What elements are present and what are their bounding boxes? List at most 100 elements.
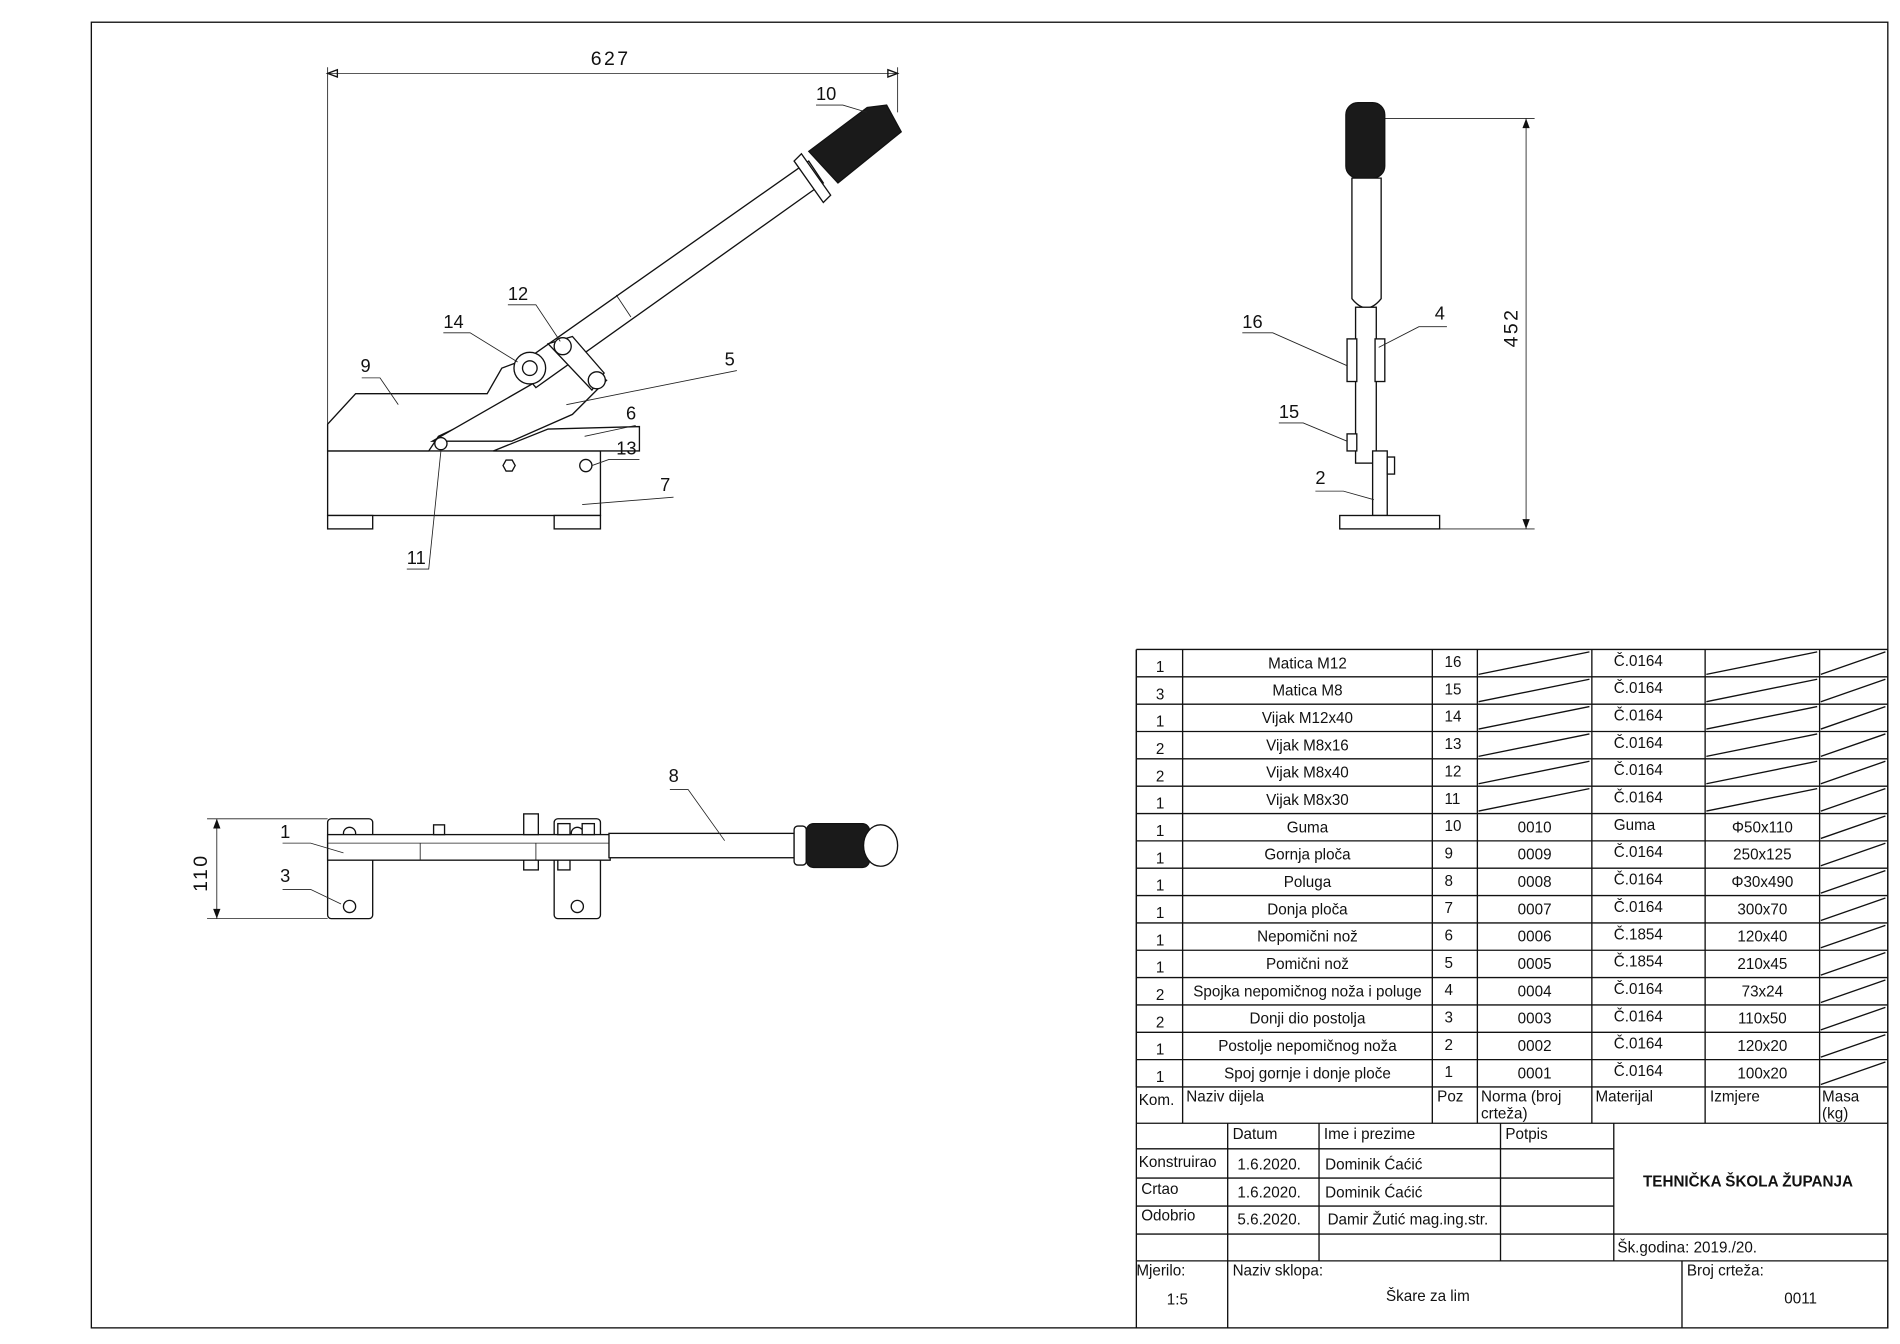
parts-cell-materijal: Č.0164 bbox=[1614, 981, 1664, 998]
svg-text:Materijal: Materijal bbox=[1596, 1088, 1654, 1105]
parts-cell-naziv: Spoj gornje i donje ploče bbox=[1224, 1065, 1391, 1082]
dim-width: 110 bbox=[190, 853, 212, 891]
svg-text:12: 12 bbox=[508, 283, 528, 304]
parts-cell-norma: 0006 bbox=[1518, 929, 1552, 946]
parts-cell-izmjere: 73x24 bbox=[1742, 983, 1784, 1000]
parts-cell-materijal: Č.0164 bbox=[1614, 1063, 1664, 1080]
parts-cell-materijal: Č.1854 bbox=[1614, 954, 1664, 971]
svg-text:Crtao: Crtao bbox=[1141, 1181, 1178, 1198]
parts-cell-izmjere: 300x70 bbox=[1737, 901, 1787, 918]
parts-cell-kom: 1 bbox=[1156, 878, 1164, 895]
parts-cell-izmjere: 100x20 bbox=[1737, 1065, 1787, 1082]
parts-cell-poz: 7 bbox=[1444, 900, 1452, 917]
svg-text:9: 9 bbox=[361, 355, 371, 376]
svg-text:TEHNIČKA ŠKOLA ŽUPANJA: TEHNIČKA ŠKOLA ŽUPANJA bbox=[1643, 1173, 1853, 1191]
svg-text:5: 5 bbox=[725, 349, 735, 370]
svg-text:8: 8 bbox=[669, 765, 679, 786]
parts-cell-materijal: Č.0164 bbox=[1614, 872, 1664, 889]
parts-cell-naziv: Vijak M12x40 bbox=[1262, 710, 1353, 727]
parts-cell-kom: 2 bbox=[1156, 1014, 1164, 1031]
parts-cell-norma: 0009 bbox=[1518, 847, 1552, 864]
svg-text:5.6.2020.: 5.6.2020. bbox=[1237, 1211, 1300, 1228]
parts-cell-kom: 1 bbox=[1156, 714, 1164, 731]
parts-cell-materijal: Č.0164 bbox=[1614, 844, 1664, 861]
parts-cell-naziv: Guma bbox=[1287, 819, 1329, 836]
parts-cell-naziv: Donji dio postolja bbox=[1250, 1011, 1366, 1028]
svg-text:crteža): crteža) bbox=[1481, 1105, 1528, 1122]
front-view: 627 bbox=[325, 48, 903, 530]
svg-text:Potpis: Potpis bbox=[1505, 1126, 1548, 1143]
parts-cell-materijal: Č.0164 bbox=[1614, 735, 1664, 752]
svg-text:11: 11 bbox=[407, 547, 426, 568]
parts-cell-poz: 4 bbox=[1444, 982, 1453, 999]
parts-cell-materijal: Č.0164 bbox=[1614, 762, 1664, 779]
parts-cell-naziv: Vijak M8x30 bbox=[1266, 792, 1349, 809]
parts-cell-naziv: Spojka nepomičnog noža i poluge bbox=[1193, 983, 1421, 1000]
parts-cell-izmjere: 120x40 bbox=[1737, 929, 1787, 946]
svg-text:0011: 0011 bbox=[1784, 1291, 1817, 1308]
parts-cell-kom: 1 bbox=[1156, 905, 1164, 922]
parts-cell-materijal: Guma bbox=[1614, 817, 1656, 834]
parts-cell-poz: 10 bbox=[1444, 818, 1461, 835]
parts-cell-kom: 2 bbox=[1156, 741, 1164, 758]
parts-cell-naziv: Poluga bbox=[1284, 874, 1332, 891]
svg-text:Mjerilo:: Mjerilo: bbox=[1136, 1262, 1185, 1279]
parts-cell-materijal: Č.0164 bbox=[1614, 680, 1664, 697]
parts-cell-norma: 0003 bbox=[1518, 1011, 1552, 1028]
svg-text:Konstruirao: Konstruirao bbox=[1139, 1154, 1217, 1171]
parts-cell-poz: 11 bbox=[1444, 791, 1460, 808]
svg-text:3: 3 bbox=[280, 865, 290, 886]
parts-cell-poz: 8 bbox=[1444, 873, 1452, 890]
title-block: Datum Ime i prezime Potpis Konstruirao 1… bbox=[1135, 649, 1889, 1328]
svg-text:7: 7 bbox=[660, 474, 670, 495]
parts-cell-naziv: Postolje nepomičnog noža bbox=[1218, 1038, 1397, 1055]
parts-cell-materijal: Č.0164 bbox=[1614, 708, 1664, 725]
part-8-lever bbox=[516, 104, 903, 389]
parts-cell-izmjere: Φ30x490 bbox=[1731, 874, 1793, 891]
parts-cell-materijal: Č.0164 bbox=[1614, 1036, 1664, 1053]
svg-text:15: 15 bbox=[1279, 401, 1299, 422]
parts-cell-kom: 2 bbox=[1156, 987, 1164, 1004]
parts-cell-izmjere: 250x125 bbox=[1733, 847, 1791, 864]
parts-cell-norma: 0010 bbox=[1518, 819, 1552, 836]
svg-text:Ime i prezime: Ime i prezime bbox=[1324, 1126, 1415, 1143]
parts-cell-poz: 5 bbox=[1444, 955, 1452, 972]
parts-list-header: Kom. Naziv dijela Poz Norma (broj crteža… bbox=[1139, 1088, 1860, 1122]
svg-text:Izmjere: Izmjere bbox=[1710, 1088, 1760, 1105]
parts-cell-izmjere: 210x45 bbox=[1737, 956, 1787, 973]
parts-cell-poz: 1 bbox=[1444, 1064, 1452, 1081]
svg-text:Dominik Ćaćić: Dominik Ćaćić bbox=[1325, 1157, 1423, 1174]
parts-cell-poz: 6 bbox=[1444, 927, 1452, 944]
svg-text:6: 6 bbox=[626, 402, 636, 423]
parts-cell-poz: 2 bbox=[1444, 1037, 1452, 1054]
parts-cell-naziv: Vijak M8x16 bbox=[1266, 737, 1349, 754]
svg-text:Datum: Datum bbox=[1233, 1126, 1278, 1143]
svg-text:1:5: 1:5 bbox=[1167, 1292, 1188, 1309]
parts-cell-kom: 1 bbox=[1156, 850, 1164, 867]
top-view: 110 bbox=[190, 813, 899, 920]
parts-cell-poz: 14 bbox=[1444, 709, 1461, 726]
parts-cell-naziv: Gornja ploča bbox=[1264, 847, 1351, 864]
parts-cell-kom: 3 bbox=[1156, 686, 1164, 703]
parts-cell-norma: 0002 bbox=[1518, 1038, 1552, 1055]
svg-text:Norma (broj: Norma (broj bbox=[1481, 1088, 1561, 1105]
svg-text:1.6.2020.: 1.6.2020. bbox=[1237, 1157, 1300, 1174]
svg-text:Masa: Masa bbox=[1822, 1088, 1860, 1105]
parts-cell-kom: 1 bbox=[1156, 796, 1164, 813]
parts-list-row: 1 Vijak M12x40 14 Č.0164 bbox=[1135, 703, 1888, 732]
parts-cell-materijal: Č.0164 bbox=[1614, 653, 1664, 670]
parts-cell-naziv: Nepomični nož bbox=[1257, 929, 1358, 946]
parts-cell-kom: 1 bbox=[1156, 1042, 1164, 1059]
svg-text:(kg): (kg) bbox=[1822, 1105, 1848, 1122]
parts-cell-kom: 1 bbox=[1156, 960, 1164, 977]
part-7-base-plate bbox=[326, 450, 602, 517]
